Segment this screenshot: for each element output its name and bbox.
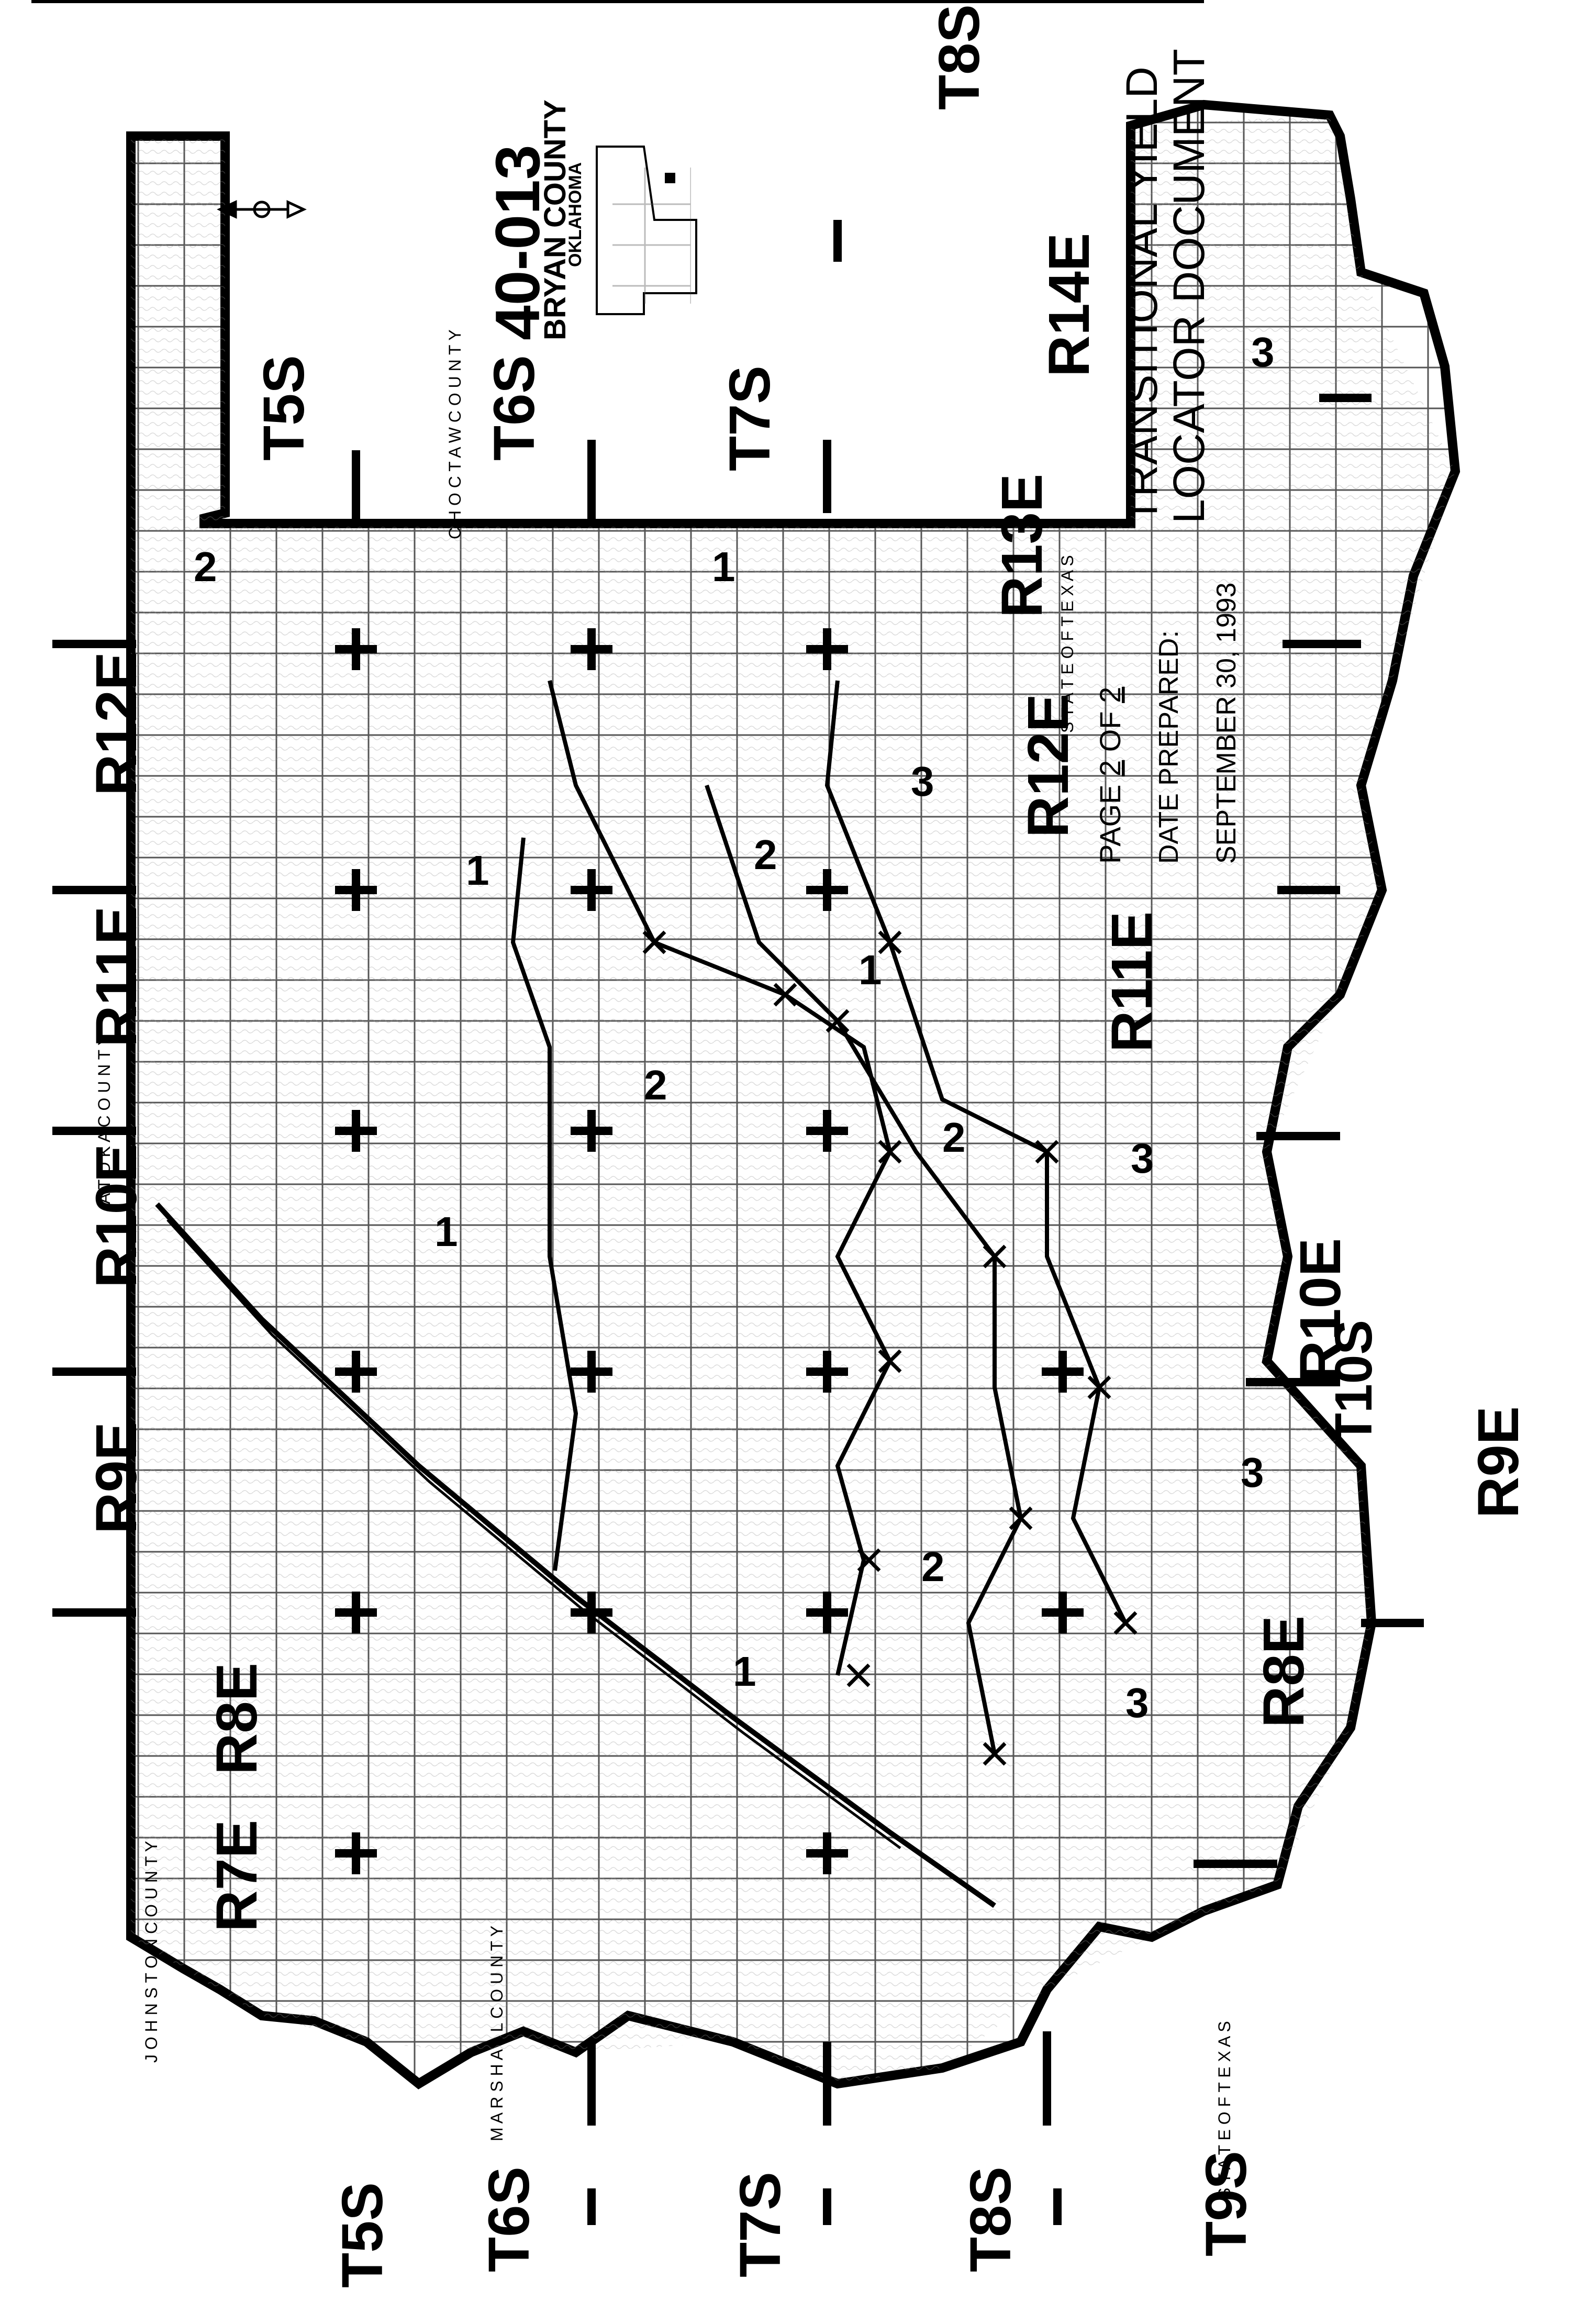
range-label-r8e-right: R8E — [1252, 1616, 1316, 1728]
top-border — [31, 0, 1204, 3]
range-label-r8e-left: R8E — [205, 1663, 269, 1775]
township-label-t9s-bottom: T9S — [1194, 2151, 1258, 2256]
township-label-t8s-bottom: T8S — [958, 2166, 1023, 2272]
range-bars-left — [52, 640, 136, 1617]
range-label-r11e-left: R11E — [84, 906, 149, 1047]
page-total: 2 — [1094, 687, 1127, 703]
zone-3-label-c: 3 — [1131, 1135, 1154, 1182]
zone-2-label-d: 2 — [754, 831, 777, 878]
township-label-t7s-top: T7S — [718, 365, 782, 471]
county-body — [126, 99, 1461, 2089]
county-title-block: 40-013 BRYAN COUNTY OKLAHOMA — [483, 99, 585, 340]
county-code: 40-013 — [483, 144, 553, 340]
zone-2-label-c: 2 — [942, 1114, 966, 1161]
range-labels-right: R8E R9E R10E R11E R12E R13E R14E — [990, 233, 1531, 1728]
choctaw-county-label: C H O C T A W C O U N T Y — [445, 329, 464, 539]
range-label-r11e-right: R11E — [1100, 911, 1164, 1052]
texas-state-label-left: S T A T E O F T E X A S — [1215, 2021, 1234, 2199]
range-label-r9e-right: R9E — [1466, 1406, 1531, 1518]
range-label-r10e-left: R10E — [84, 1144, 149, 1288]
range-label-r10e-right: R10E — [1288, 1238, 1353, 1382]
range-label-r12e-left: R12E — [84, 652, 149, 796]
range-bars-right — [1194, 394, 1424, 1868]
zone-3-label-a: 3 — [1125, 1680, 1149, 1726]
range-label-r7e-left: R7E — [205, 1820, 269, 1932]
neighbor-labels: A T O K A C O U N T Y C H O C T A W C O … — [95, 329, 1234, 2199]
marshall-county-label: M A R S H A L L C O U N T Y — [487, 1926, 506, 2141]
zone-x-marks — [642, 930, 1138, 1766]
page-info-line: PAGE 2 OF 2 — [1094, 687, 1127, 864]
north-arrow-icon — [217, 200, 307, 219]
state-name: OKLAHOMA — [565, 162, 585, 267]
zone-3-label-b: 3 — [1241, 1449, 1264, 1496]
atoka-county-label: A T O K A C O U N T Y — [95, 1035, 114, 1204]
date-label: DATE PREPARED: — [1154, 630, 1184, 864]
zone-1-label-c: 1 — [733, 1648, 756, 1695]
township-label-t7s-bottom: T7S — [728, 2172, 793, 2277]
zone-2-label-e: 2 — [194, 543, 217, 590]
range-label-r9e-left: R9E — [84, 1422, 149, 1534]
edge-dashes — [587, 220, 1062, 2225]
county-name: BRYAN COUNTY — [538, 99, 572, 340]
range-labels-left: R7E R8E R9E R10E R11E R12E — [84, 652, 269, 1932]
page-of: OF — [1094, 711, 1127, 752]
zone-1-label-b: 1 — [466, 847, 489, 894]
zone-1-label-a: 1 — [434, 1208, 458, 1255]
page-number: 2 — [1094, 760, 1127, 776]
township-label-t5s-bottom: T5S — [330, 2182, 395, 2288]
township-bars-top — [352, 440, 831, 524]
document-title: TRANSITIONAL YIELD LOCATOR DOCUMENT — [1117, 49, 1213, 524]
township-labels-bottom: T5S T6S T7S T8S T9S T10S — [330, 1320, 1383, 2288]
zone-1-label-d: 1 — [712, 543, 735, 590]
texas-state-label-right: S T A T E O F T E X A S — [1058, 555, 1077, 733]
zone-2-label-a: 2 — [644, 1062, 667, 1108]
township-bars-bottom — [587, 2031, 1051, 2126]
county-highlight — [665, 173, 675, 183]
range-label-r13e-right: R13E — [990, 474, 1054, 618]
zone-2-label-b: 2 — [921, 1543, 945, 1590]
township-label-t6s-top: T6S — [482, 355, 547, 461]
zone-3-label-d: 3 — [911, 758, 934, 805]
title-line-2: LOCATOR DOCUMENT — [1164, 49, 1213, 524]
page-info: PAGE 2 OF 2 DATE PREPARED: SEPTEMBER 30,… — [1094, 582, 1242, 864]
page-label: PAGE — [1094, 785, 1127, 864]
township-label-t10s: T10S — [1324, 1320, 1383, 1445]
zone-3-label-e: 3 — [1251, 329, 1275, 375]
range-label-r14e-right: R14E — [1037, 233, 1101, 377]
township-label-t5s-top: T5S — [252, 355, 316, 461]
township-labels-top: T5S T6S T7S T8S — [252, 4, 991, 471]
highways — [155, 837, 996, 1908]
township-label-t8s-top: T8S — [927, 4, 991, 110]
date-value: SEPTEMBER 30, 1993 — [1211, 582, 1242, 864]
range-label-r12e-right: R12E — [1016, 694, 1080, 838]
township-label-t6s-bottom: T6S — [477, 2166, 541, 2272]
zone-1-label-e: 1 — [859, 947, 882, 993]
johnston-county-label: J O H N S T O N C O U N T Y — [142, 1841, 161, 2063]
county-locator-inset — [596, 146, 697, 315]
zone-labels: 1 1 1 1 1 2 2 2 2 2 3 3 3 3 3 — [194, 329, 1275, 1726]
township-crosses — [335, 628, 1084, 1874]
title-line-1: TRANSITIONAL YIELD — [1117, 66, 1166, 524]
